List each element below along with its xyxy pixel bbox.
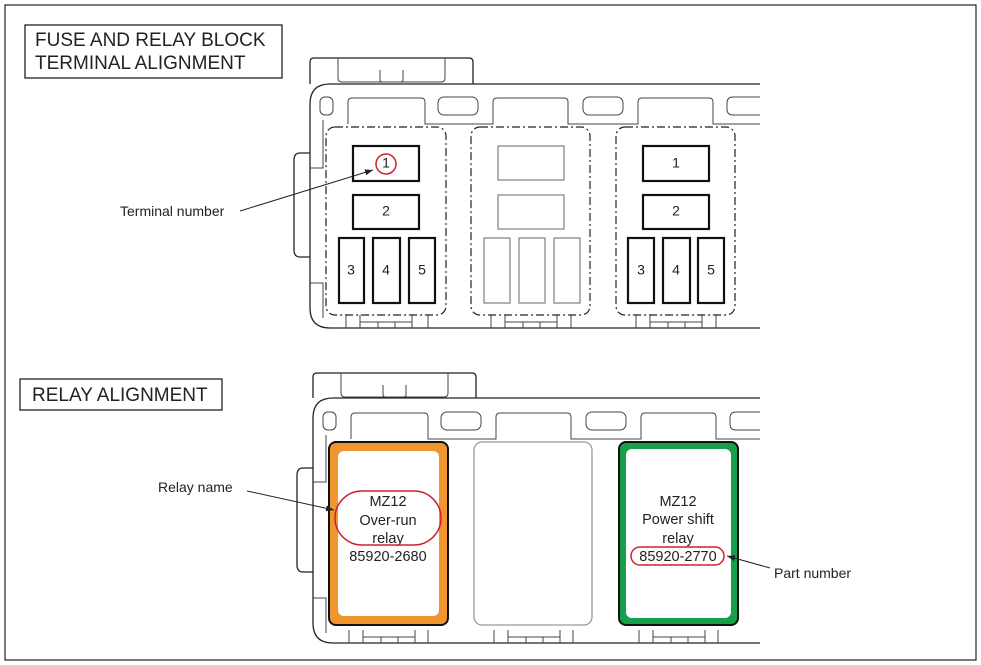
terminal-label-5: 5 [418, 262, 426, 278]
terminal-2 [351, 193, 421, 231]
terminal-label-2: 2 [382, 203, 390, 219]
section-title-line1: FUSE AND RELAY BLOCK [35, 30, 266, 51]
terminal-highlight-circle [375, 153, 397, 175]
fuse-relay-block-housing [293, 57, 760, 329]
terminal-label-4: 4 [382, 262, 390, 278]
terminal-label-5: 5 [707, 262, 715, 278]
terminal-label-3: 3 [637, 262, 645, 278]
title-box [19, 378, 223, 411]
left-relay-terminals: 1 2 3 4 5 [337, 144, 437, 305]
callout-arrow [726, 555, 771, 569]
relay-part-number: 85920-2770 [639, 549, 716, 565]
part-number-highlight [630, 546, 725, 566]
page-frame [4, 4, 977, 661]
terminal-5 [407, 236, 437, 305]
relay-over-run: MZ12 Over-run relay 85920-2680 [328, 441, 449, 626]
part-number-callout: Part number [774, 565, 851, 581]
relay-part-number: 85920-2680 [349, 549, 426, 565]
terminal-1 [351, 144, 421, 183]
relay-code: MZ12 [369, 494, 406, 510]
terminal-label-1: 1 [672, 155, 680, 171]
relay-code: MZ12 [659, 494, 696, 510]
section-title-line2: TERMINAL ALIGNMENT [35, 53, 246, 74]
relay-block-housing [296, 372, 760, 644]
terminal-label-2: 2 [672, 203, 680, 219]
relay-alignment-section: RELAY ALIGNMENT MZ12 Over-run rel [19, 372, 851, 644]
relay-body [626, 449, 731, 618]
relay-name-callout: Relay name [158, 479, 233, 495]
terminal-label-4: 4 [672, 262, 680, 278]
terminal-3 [337, 236, 366, 305]
relay-name-line1: Power shift [642, 512, 714, 528]
relay-name-line1: Over-run [359, 513, 416, 529]
terminal-alignment-section: FUSE AND RELAY BLOCK TERMINAL ALIGNMENT [24, 24, 760, 329]
terminal-number-callout: Terminal number [120, 203, 225, 219]
relay-body [338, 451, 439, 616]
title-box [24, 24, 283, 79]
relay-name-highlight [334, 490, 442, 546]
terminal-4 [371, 236, 402, 305]
relay-power-shift: MZ12 Power shift relay 85920-2770 [618, 441, 739, 626]
callout-arrow [239, 169, 374, 212]
callout-arrow [246, 490, 335, 512]
relay-name-line2: relay [662, 531, 694, 547]
empty-relay-slot [473, 441, 593, 626]
relay-name-line2: relay [372, 531, 404, 547]
section-title: RELAY ALIGNMENT [32, 385, 208, 406]
terminal-label-3: 3 [347, 262, 355, 278]
right-relay-terminals: 1 2 3 4 5 [626, 144, 726, 305]
empty-slot-terminals [483, 145, 581, 304]
terminal-label-1: 1 [382, 155, 390, 171]
